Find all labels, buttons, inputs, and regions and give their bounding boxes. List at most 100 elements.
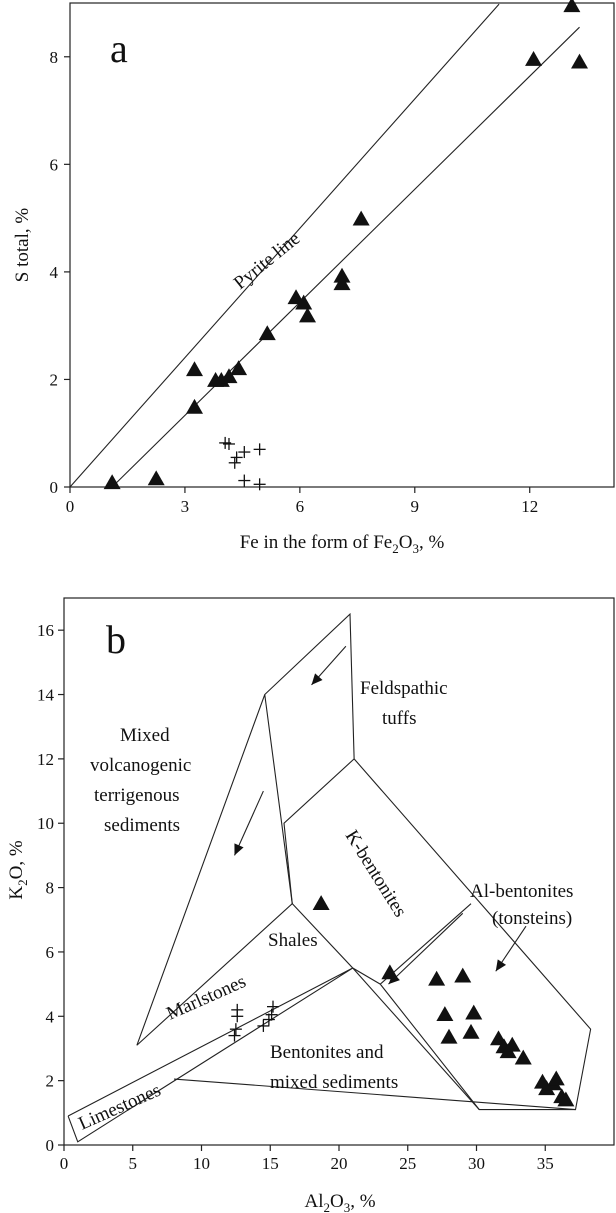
y-axis-label-a: S total, %	[12, 208, 33, 283]
data-point-plus-a	[238, 446, 251, 459]
y-tick-label-b: 16	[37, 621, 54, 640]
y-tick-label-b: 10	[37, 814, 54, 833]
panel-label-a: a	[110, 26, 128, 71]
data-point-plus-a	[228, 456, 241, 469]
data-point-triangle-b	[312, 895, 330, 911]
x-tick-label-b: 25	[399, 1154, 416, 1173]
data-point-triangle-a	[186, 361, 204, 377]
data-point-triangle-b	[428, 970, 446, 986]
data-point-triangle-b	[514, 1049, 532, 1065]
arrow-head	[311, 673, 323, 685]
y-tick-label-b: 14	[37, 686, 55, 705]
label-bentonites-mixed: Bentonites and mixed sediments	[270, 1042, 398, 1093]
x-tick-label-b: 0	[60, 1154, 69, 1173]
x-tick-label-b: 5	[129, 1154, 138, 1173]
panel-label-b: b	[106, 617, 126, 662]
data-point-triangle-b	[436, 1006, 454, 1022]
data-point-triangle-a	[352, 210, 370, 226]
y-tick-label-b: 8	[46, 879, 55, 898]
data-point-plus-b	[231, 1003, 244, 1016]
data-point-plus-b	[257, 1019, 270, 1032]
y-tick-label-b: 2	[46, 1072, 55, 1091]
data-point-triangle-a	[563, 0, 581, 13]
y-tick-label-a: 4	[50, 263, 59, 282]
data-point-triangle-a	[212, 372, 230, 387]
label-mixed-volcanogenic: Mixed volcanogenic terrigenous sediments	[90, 725, 196, 836]
data-point-triangle-a	[299, 307, 317, 323]
label-arrow	[311, 645, 347, 686]
data-point-triangle-a	[220, 368, 238, 384]
a-lines	[69, 3, 580, 488]
x-tick-label-a: 6	[296, 497, 305, 516]
data-point-triangle-a	[571, 53, 589, 69]
y-tick-label-a: 8	[50, 48, 59, 67]
data-point-triangle-a	[525, 50, 543, 66]
data-point-triangle-b	[440, 1028, 458, 1044]
data-point-triangle-b	[454, 967, 472, 983]
data-point-triangle-b	[381, 964, 399, 980]
pyrite-line	[69, 3, 500, 488]
label-shales: Shales	[268, 930, 318, 951]
x-tick-label-b: 30	[468, 1154, 485, 1173]
data-point-triangle-b	[462, 1023, 480, 1039]
data-point-triangle-a	[333, 267, 351, 283]
data-point-triangle-a	[186, 398, 204, 414]
data-point-triangle-a	[258, 325, 276, 341]
data-point-triangle-b	[547, 1070, 565, 1086]
data-point-plus-b	[267, 1000, 279, 1013]
pyrite-line-label: Pyrite line	[230, 228, 304, 294]
y-tick-label-b: 4	[46, 1007, 55, 1026]
plot-frame-a	[69, 2, 615, 488]
data-point-triangle-a	[333, 275, 351, 291]
x-axis-label-a: Fe in the form of Fe2O3, %	[240, 532, 445, 556]
x-tick-label-a: 9	[411, 497, 420, 516]
data-point-plus-b	[262, 1013, 275, 1026]
data-point-triangle-a	[295, 294, 313, 310]
label-al-bentonites: Al-bentonites (tonsteins)	[470, 881, 578, 929]
y-tick-label-a: 2	[50, 370, 59, 389]
x-tick-label-b: 20	[331, 1154, 348, 1173]
x-tick-label-b: 15	[262, 1154, 279, 1173]
arrow-shaft	[388, 912, 464, 985]
data-point-triangle-a	[287, 289, 305, 305]
data-point-plus-b	[229, 1023, 242, 1036]
y-tick-label-b: 0	[46, 1136, 55, 1155]
y-axis-label-b: K2O, %	[6, 840, 30, 899]
field-boundary	[283, 758, 355, 904]
y-tick-label-a: 0	[50, 478, 59, 497]
data-point-plus-b	[228, 1029, 241, 1042]
field-boundary	[67, 967, 354, 1143]
data-point-plus-b	[265, 1008, 278, 1021]
field-boundary	[136, 612, 592, 1111]
b-lines	[67, 612, 592, 1143]
data-point-triangle-b	[557, 1091, 575, 1107]
field-boundary	[379, 903, 472, 985]
data-point-plus-a	[222, 437, 235, 450]
data-point-plus-a	[230, 451, 243, 464]
label-arrow	[495, 925, 527, 972]
y-tick-label-b: 6	[46, 943, 55, 962]
data-point-plus-a	[238, 474, 251, 487]
x-tick-label-b: 35	[537, 1154, 554, 1173]
a-points	[103, 0, 589, 491]
label-k-bentonites: K-bentonites	[341, 827, 411, 921]
data-point-triangle-b	[503, 1036, 521, 1052]
arrow-head	[234, 843, 244, 856]
data-point-plus-a	[253, 478, 266, 491]
data-point-triangle-b	[465, 1004, 483, 1020]
label-arrow	[233, 790, 264, 856]
field-boundary	[352, 967, 480, 1110]
field-boundary	[173, 1078, 576, 1111]
label-limestones: Limestones	[75, 1080, 164, 1135]
fit-line	[111, 26, 580, 488]
data-point-triangle-a	[147, 470, 165, 486]
x-tick-label-a: 12	[521, 497, 538, 516]
label-feldspathic-tuffs: Feldspathic tuffs	[360, 678, 452, 729]
x-axis-label-b: Al2O3, %	[304, 1191, 375, 1213]
data-point-triangle-a	[103, 474, 121, 490]
